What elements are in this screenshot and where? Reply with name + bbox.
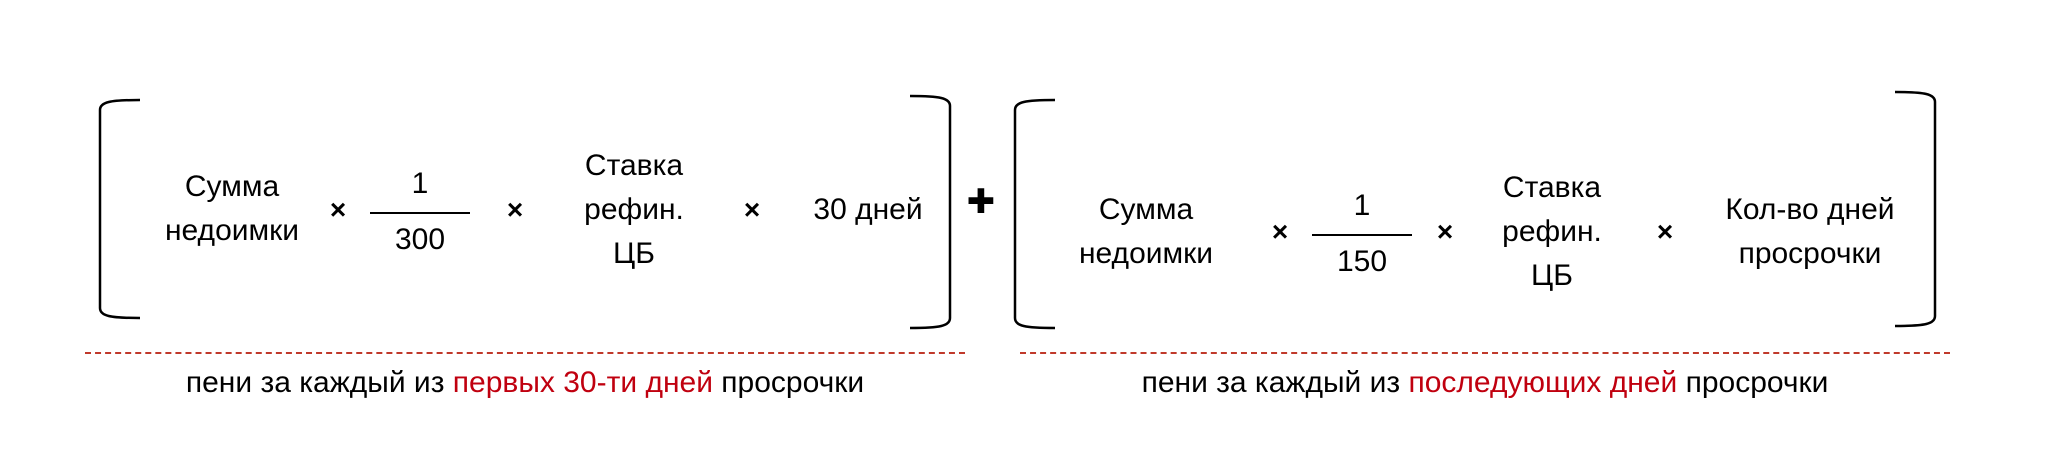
right-caption-highlight: последующих дней [1408,366,1678,399]
right-term-rate-line2: рефин. [1502,215,1602,248]
right-multiply-1: × [1271,216,1289,247]
right-multiply-3: × [1656,216,1674,247]
left-term-sum-line2: недоимки [164,214,300,247]
left-term-rate-line1: Ставка [584,149,684,182]
plus-icon: ✚ [966,183,996,221]
left-term-sum-line1: Сумма [184,170,280,203]
left-multiply-3: × [743,194,761,225]
right-fraction: 1 150 [1312,186,1412,282]
left-caption-prefix: пени за каждый из [185,366,453,399]
left-caption-highlight: первых 30-ти дней [452,366,713,399]
left-term-days-line1: 30 дней [813,193,923,226]
left-open-bracket [98,98,141,320]
right-caption-prefix: пени за каждый из [1141,366,1409,399]
left-term-sum: Сумма недоимки [165,165,299,253]
left-term-rate-line2: рефин. [584,193,684,226]
right-fraction-bar [1312,234,1412,236]
right-dashed-divider [1020,352,1950,354]
left-multiply-2: × [506,194,524,225]
left-multiply-1: × [329,194,347,225]
left-caption: пени за каждый из первых 30-ти дней прос… [186,366,864,400]
right-caption: пени за каждый из последующих дней проср… [1142,366,1829,400]
left-term-rate: Ставка рефин. ЦБ [584,144,684,276]
right-multiply-2: × [1436,216,1454,247]
right-close-bracket [1894,90,1937,328]
right-fraction-denominator: 150 [1336,245,1388,278]
left-fraction-numerator: 1 [411,167,429,200]
left-fraction-bar [370,212,470,214]
right-term-days-line2: просрочки [1738,237,1882,270]
left-term-rate-line3: ЦБ [613,237,655,270]
right-caption-suffix: просрочки [1677,366,1829,399]
right-term-rate: Ставка рефин. ЦБ [1502,166,1602,298]
left-term-days: 30 дней [813,188,922,232]
right-term-rate-line1: Ставка [1502,171,1602,204]
right-term-sum-line1: Сумма [1098,193,1194,226]
left-caption-suffix: просрочки [712,366,865,399]
right-term-sum: Сумма недоимки [1079,188,1213,276]
left-dashed-divider [85,352,965,354]
right-term-rate-line3: ЦБ [1531,259,1573,292]
right-term-days: Кол-во дней просрочки [1725,188,1894,276]
right-open-bracket [1013,98,1056,330]
left-close-bracket [909,94,952,330]
left-fraction-denominator: 300 [394,223,446,256]
right-term-days-line1: Кол-во дней [1725,193,1895,226]
right-fraction-numerator: 1 [1353,189,1371,222]
left-fraction: 1 300 [370,164,470,260]
right-term-sum-line2: недоимки [1078,237,1214,270]
